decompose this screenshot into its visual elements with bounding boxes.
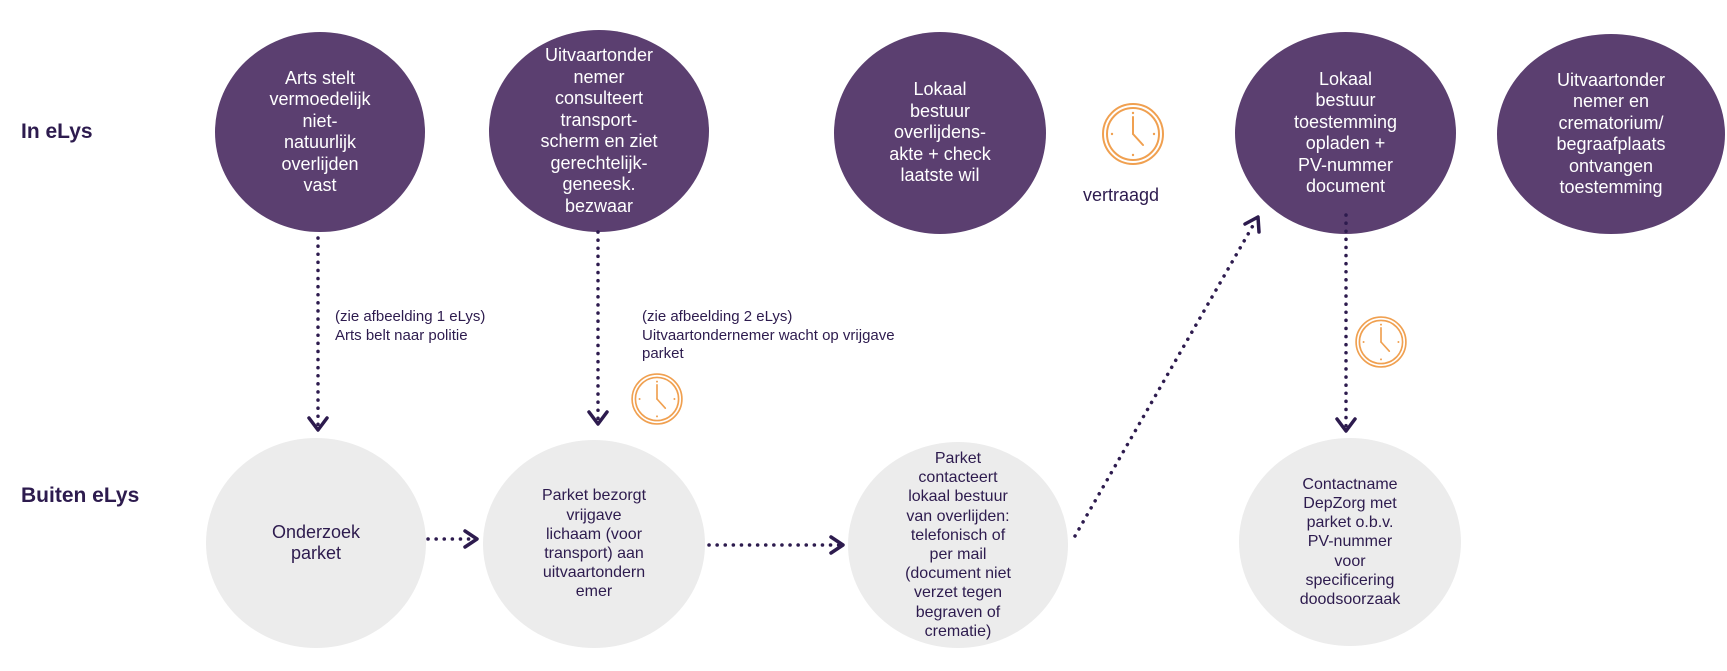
node-label: Lokaal bestuur overlijdens- akte + check… — [889, 79, 991, 186]
node-label: Arts stelt vermoedelijk niet- natuurlijk… — [269, 67, 371, 196]
arrow-uitvaart-to-parket — [587, 230, 609, 426]
note-afbeelding-1: (zie afbeelding 1 eLys) Arts belt naar p… — [335, 308, 486, 344]
arrow-bezorgt-to-contacteert — [707, 535, 845, 555]
node-label: Contactname DepZorg met parket o.b.v. PV… — [1299, 475, 1401, 608]
node-parket-contacteert: Parket contacteert lokaal bestuur van ov… — [848, 442, 1068, 648]
node-label: Parket bezorgt vrijgave lichaam (voor tr… — [541, 487, 647, 601]
node-arts-stelt-overlijden: Arts stelt vermoedelijk niet- natuurlijk… — [215, 32, 425, 232]
delayed-label: vertraagd — [1083, 185, 1160, 205]
note-afbeelding-2: (zie afbeelding 2 eLys) Uitvaartondernem… — [642, 308, 895, 362]
node-contactname-depzorg: Contactname DepZorg met parket o.b.v. PV… — [1239, 438, 1461, 646]
lane-label-buiten-elys: Buiten eLys — [21, 484, 140, 507]
node-label: Parket contacteert lokaal bestuur van ov… — [905, 449, 1011, 640]
clock-icon — [1102, 103, 1164, 165]
node-parket-bezorgt-vrijgave: Parket bezorgt vrijgave lichaam (voor tr… — [483, 440, 705, 648]
arrow-onderzoek-to-bezorgt — [426, 529, 479, 549]
arrow-arts-to-onderzoek — [307, 236, 329, 432]
node-label: Uitvaartonder nemer en crematorium/ begr… — [1556, 69, 1666, 198]
clock-icon — [1355, 316, 1407, 368]
node-lokaal-bestuur-overlijdensakte: Lokaal bestuur overlijdens- akte + check… — [834, 32, 1046, 234]
node-onderzoek-parket: Onderzoek parket — [206, 438, 426, 648]
node-label: Onderzoek parket — [271, 521, 361, 564]
node-uitvaartondernemer-consulteert: Uitvaartonder nemer consulteert transpor… — [489, 30, 709, 232]
arrow-contacteert-to-toestemming — [1073, 215, 1261, 538]
node-lokaal-bestuur-toestemming: Lokaal bestuur toestemming opladen + PV-… — [1235, 32, 1456, 234]
node-uitvaartondernemer-ontvangen: Uitvaartonder nemer en crematorium/ begr… — [1497, 34, 1725, 234]
node-label: Lokaal bestuur toestemming opladen + PV-… — [1293, 68, 1398, 197]
arrow-toestemming-to-depzorg — [1335, 213, 1357, 433]
clock-icon — [631, 373, 683, 425]
node-label: Uitvaartonder nemer consulteert transpor… — [540, 45, 658, 216]
lane-label-in-elys: In eLys — [21, 120, 93, 143]
